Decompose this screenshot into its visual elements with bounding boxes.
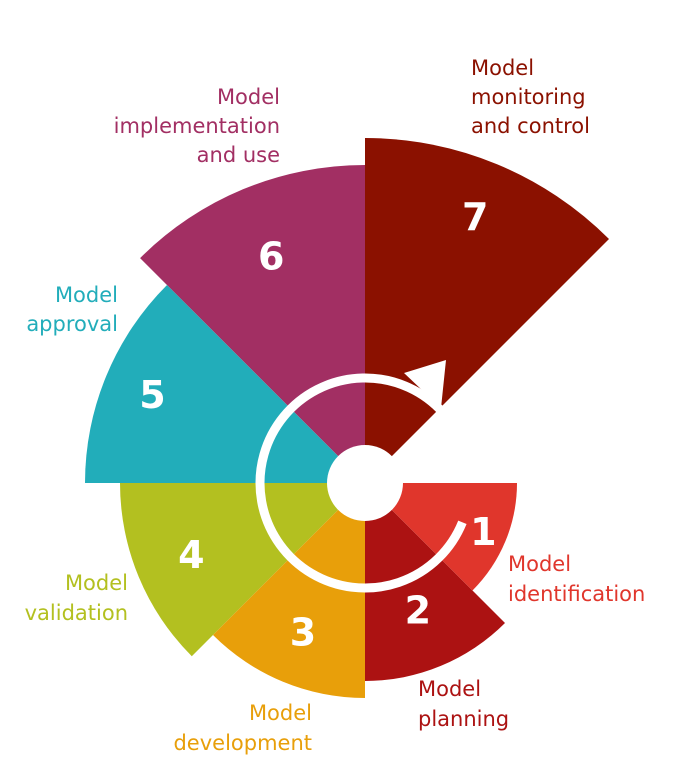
segment-6-wedge bbox=[140, 164, 365, 483]
circular-arrow-icon bbox=[255, 360, 467, 593]
segment-7-number: 7 bbox=[462, 195, 488, 239]
segment-2-number: 2 bbox=[405, 589, 431, 633]
cycle-arrow-head bbox=[404, 360, 446, 408]
segment-5: 5 bbox=[85, 285, 365, 483]
segment-5-number: 5 bbox=[139, 373, 165, 417]
segment-7-wedge bbox=[365, 137, 609, 483]
segment-1-number: 1 bbox=[470, 510, 496, 554]
center-hole bbox=[327, 445, 403, 521]
segment-4-wedge bbox=[120, 483, 365, 657]
segment-7: 7 bbox=[365, 137, 609, 483]
segment-1-wedge bbox=[365, 483, 517, 591]
segment-1: 1 bbox=[365, 483, 517, 591]
segment-2: 2 bbox=[365, 483, 505, 681]
segment-3-wedge bbox=[213, 483, 365, 698]
segment-6: 6 bbox=[140, 164, 365, 483]
segment-2-wedge bbox=[365, 483, 505, 681]
segment-3: 3 bbox=[213, 483, 365, 698]
segment-6-number: 6 bbox=[258, 235, 284, 279]
cycle-arrow-ring bbox=[255, 373, 467, 593]
segment-3-number: 3 bbox=[290, 611, 316, 655]
segment-4-number: 4 bbox=[178, 533, 204, 577]
segment-5-wedge bbox=[85, 285, 365, 483]
segment-4: 4 bbox=[120, 483, 365, 657]
